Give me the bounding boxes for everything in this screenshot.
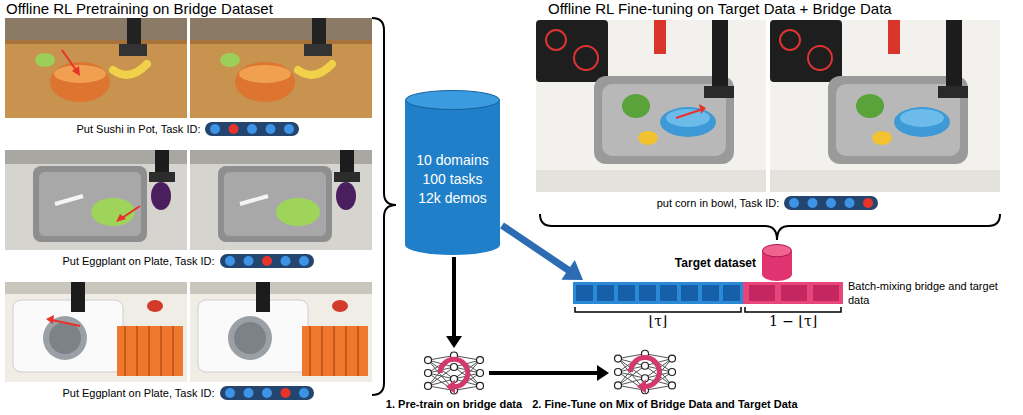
bracket <box>372 18 396 395</box>
task-id-pill <box>219 253 315 269</box>
connector-line <box>489 371 598 375</box>
flow-arrow <box>489 365 609 381</box>
bracket <box>540 214 1000 240</box>
step-label: 2. Fine-Tune on Mix of Bridge Data and T… <box>532 398 797 410</box>
batch-bar: ⌊τ⌋1 − ⌊τ⌋Batch-mixing bridge and target… <box>573 282 843 304</box>
flow-arrow <box>446 257 462 348</box>
network-icon: 1. Pre-train on bridge data <box>422 350 486 396</box>
network-shape <box>422 350 486 396</box>
dataset-stats: 10 domains 100 tasks 12k demos <box>411 112 494 247</box>
node-label: Target dataset <box>675 256 756 270</box>
cylinder-shape <box>762 244 792 281</box>
task-id-pill <box>219 385 315 401</box>
task-caption: Put Sushi in Pot, Task ID: <box>77 123 201 135</box>
panel-title: Offline RL Pretraining on Bridge Dataset <box>6 0 273 17</box>
node-label: 1 − ⌊τ⌋ <box>769 313 817 329</box>
arrowhead <box>597 365 609 381</box>
node-label: ⌊τ⌋ <box>649 313 668 329</box>
task-caption: Put Eggplant on Plate, Task ID: <box>62 255 214 267</box>
connector-line <box>502 225 569 270</box>
panel-title: Offline RL Fine-tuning on Target Data + … <box>548 0 892 17</box>
network-shape <box>612 348 678 396</box>
dataset-cylinder: 10 domains 100 tasks 12k demos <box>405 90 500 255</box>
arrowhead <box>561 260 583 280</box>
step-label: 1. Pre-train on bridge data <box>386 398 522 410</box>
batch-bar-shape <box>573 282 843 304</box>
task-caption: Put Eggplant on Plate, Task ID: <box>62 387 214 399</box>
flow-arrow <box>502 225 583 280</box>
connector-line <box>452 257 456 337</box>
photo <box>5 18 1000 382</box>
task-id-pill <box>204 121 300 137</box>
target-cylinder: Target dataset <box>762 244 792 281</box>
network-icon: 2. Fine-Tune on Mix of Bridge Data and T… <box>612 348 678 396</box>
task-caption: put corn in bowl, Task ID: <box>657 197 780 209</box>
node-label: Batch-mixing bridge and target data <box>848 280 1006 308</box>
task-id-pill <box>783 195 879 211</box>
arrowhead <box>446 336 462 348</box>
